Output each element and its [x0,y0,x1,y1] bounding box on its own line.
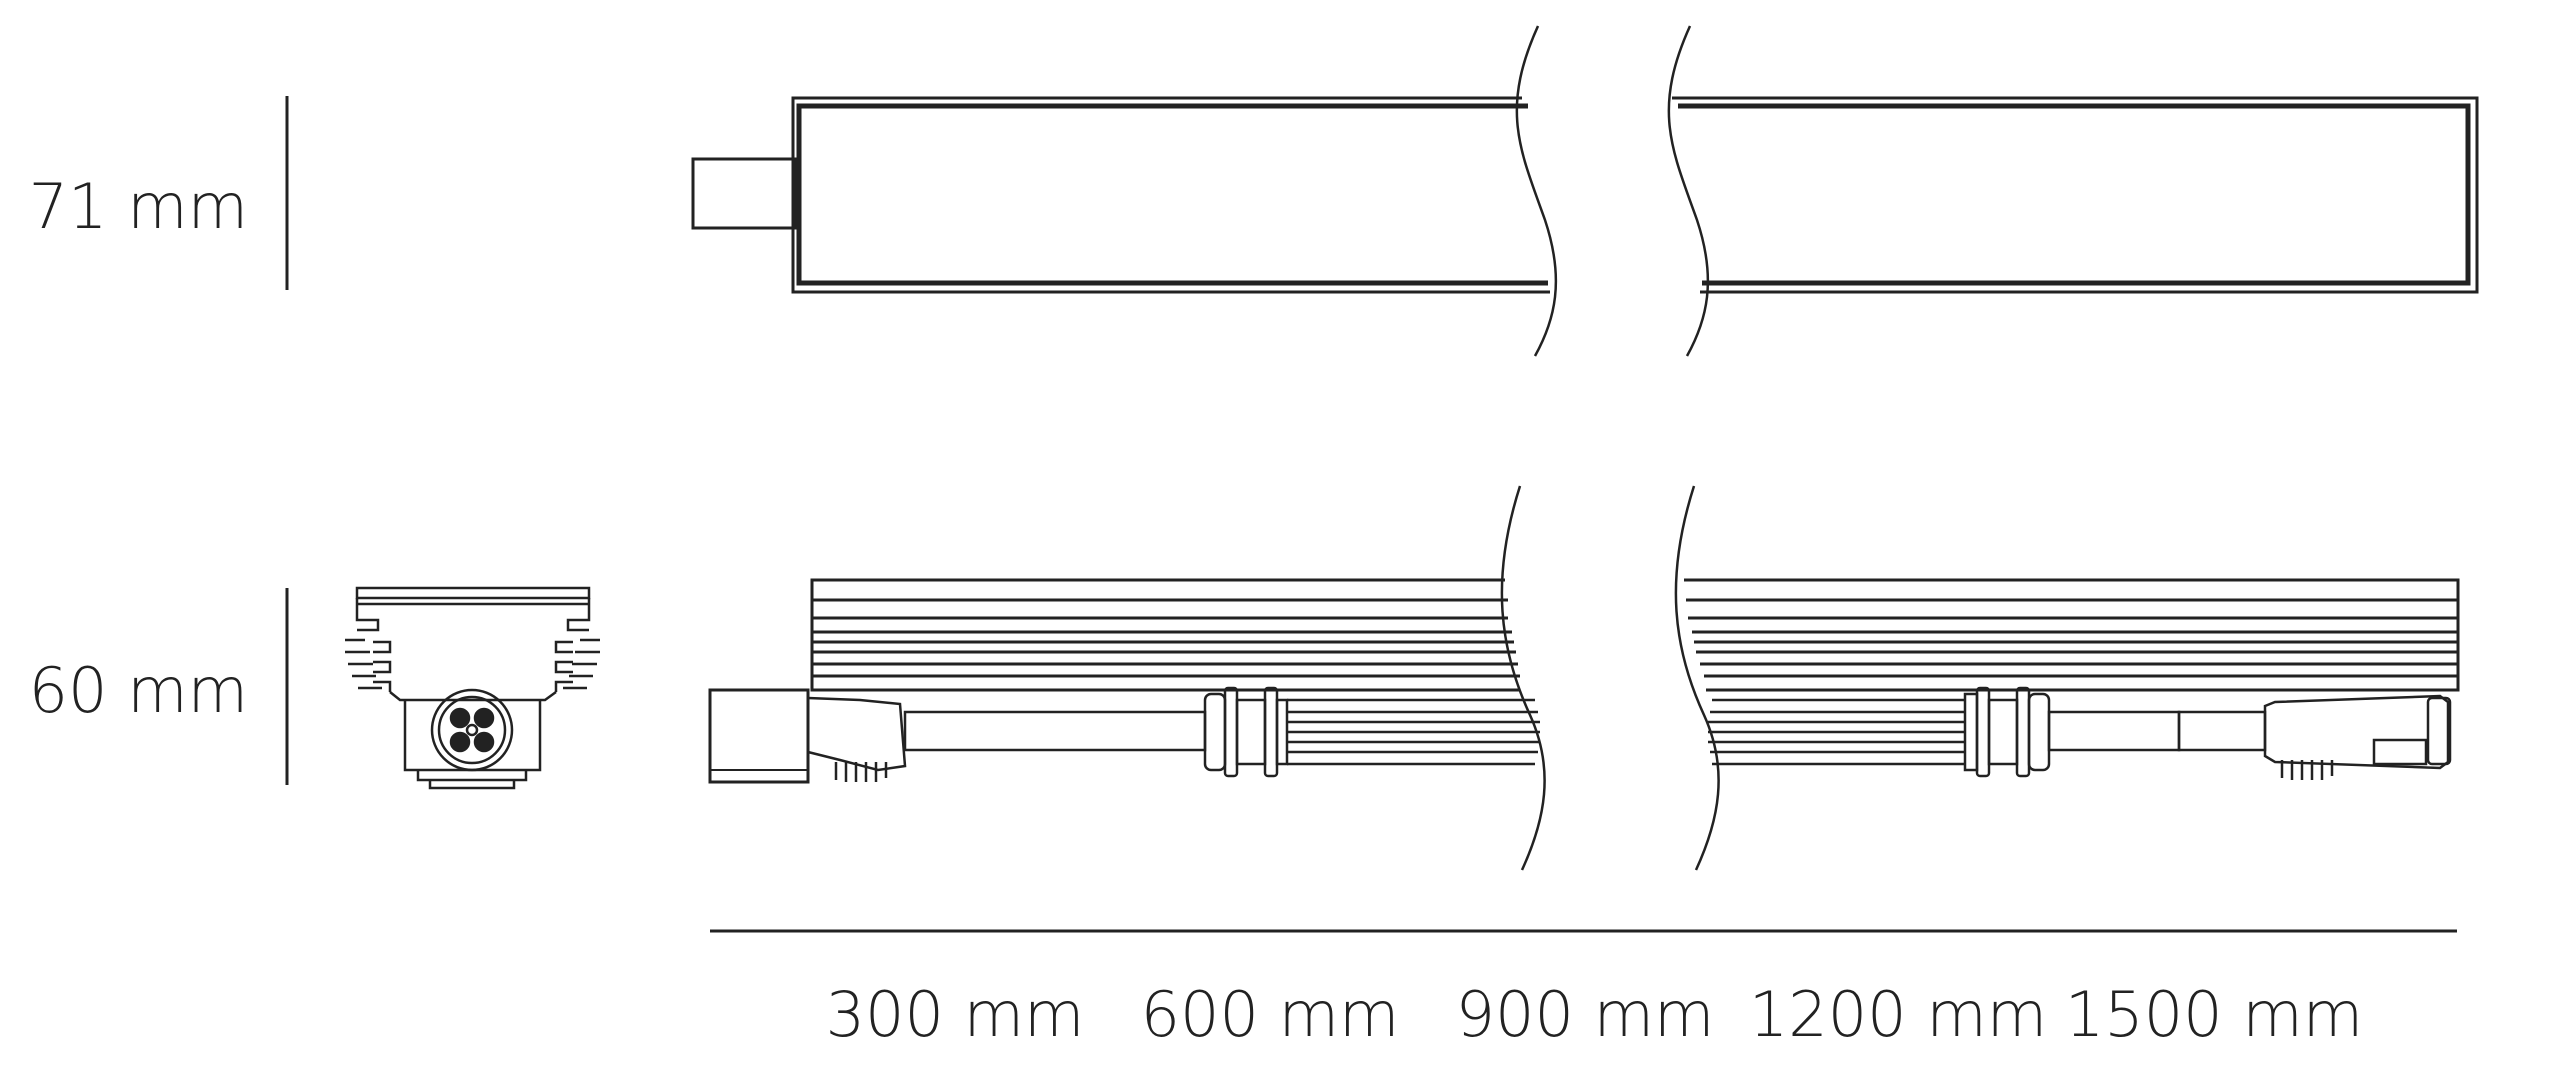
height-label-71: 71 mm [29,170,248,243]
height-dimension-top: 71 mm [29,96,289,290]
break-line-bottom-right [1674,485,1720,871]
length-scale: 300 mm 600 mm 900 mm 1200 mm 1500 mm [710,929,2457,1051]
cable-right [2047,710,2181,752]
length-label-1500: 1500 mm [2065,978,2363,1051]
housing-right [1684,578,2460,692]
end-cap-left [708,688,810,784]
plug-right [2263,694,2450,770]
housing-left [810,578,1520,692]
length-label-300: 300 mm [826,978,1085,1051]
profile-cross-section [345,586,600,790]
length-label-1200: 1200 mm [1749,978,2047,1051]
bar-outer-right [1672,96,2479,294]
break-line-top-left [1515,25,1558,357]
cable-left [903,710,1207,752]
break-line-bottom-left [1500,485,1546,871]
luminaire-side-view [708,485,2460,871]
luminaire-top-view [691,25,2479,357]
bar-outer-left [791,96,1550,294]
end-connector-top [691,157,797,230]
length-label-900: 900 mm [1456,978,1715,1051]
height-label-60: 60 mm [29,654,248,727]
height-dimension-bottom: 60 mm [29,588,289,785]
length-label-600: 600 mm [1141,978,1400,1051]
break-line-top-right [1667,25,1710,357]
bar-inner-left [796,103,1548,286]
plug-left [807,696,907,772]
bar-inner-right [1678,103,2471,286]
